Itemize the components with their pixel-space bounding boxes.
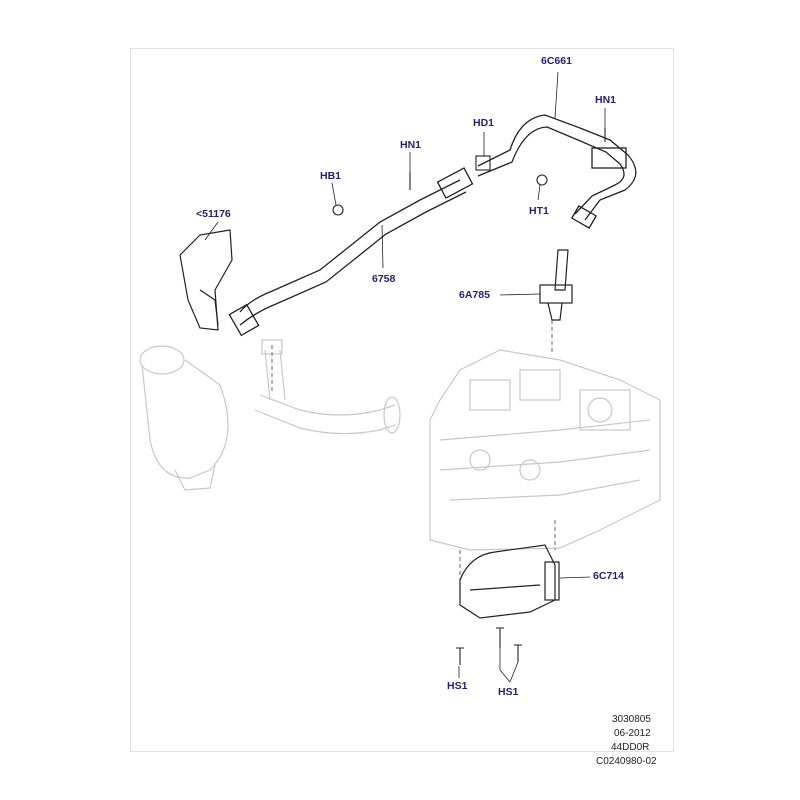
part-label-6c714[interactable]: 6C714 (593, 570, 624, 582)
part-label-51176[interactable]: <51176 (196, 208, 231, 220)
hose-6c661 (477, 114, 637, 229)
small-fasteners (332, 128, 606, 216)
part-label-6c661[interactable]: 6C661 (541, 55, 572, 67)
bracket-51176 (179, 229, 233, 331)
part-label-hs1-right[interactable]: HS1 (498, 686, 519, 698)
cover-6c714 (459, 544, 560, 619)
diagram-date: 06-2012 (614, 728, 651, 739)
diagram-code: 44DD0R (611, 742, 650, 753)
pipe-6758 (228, 167, 474, 337)
sensor-6a785 (539, 249, 573, 321)
alignment-lines (271, 320, 556, 580)
part-label-ht1[interactable]: HT1 (529, 205, 549, 217)
part-label-hn1-mid[interactable]: HN1 (400, 139, 422, 151)
part-label-hn1-top[interactable]: HN1 (595, 94, 617, 106)
leader-lines (204, 71, 606, 683)
bolts-hs1 (456, 627, 522, 665)
part-label-hd1[interactable]: HD1 (473, 117, 495, 129)
part-label-hb1[interactable]: HB1 (320, 170, 342, 182)
ghost-engine-block (429, 349, 661, 551)
ghost-intake-pipe (139, 339, 401, 491)
catalog-number: C0240980-02 (596, 756, 657, 767)
part-label-6a785[interactable]: 6A785 (459, 289, 490, 301)
part-label-hs1-left[interactable]: HS1 (447, 680, 468, 692)
part-label-6758[interactable]: 6758 (372, 273, 396, 285)
diagram-reference: 3030805 (612, 714, 651, 725)
diagram-panel (130, 48, 674, 752)
